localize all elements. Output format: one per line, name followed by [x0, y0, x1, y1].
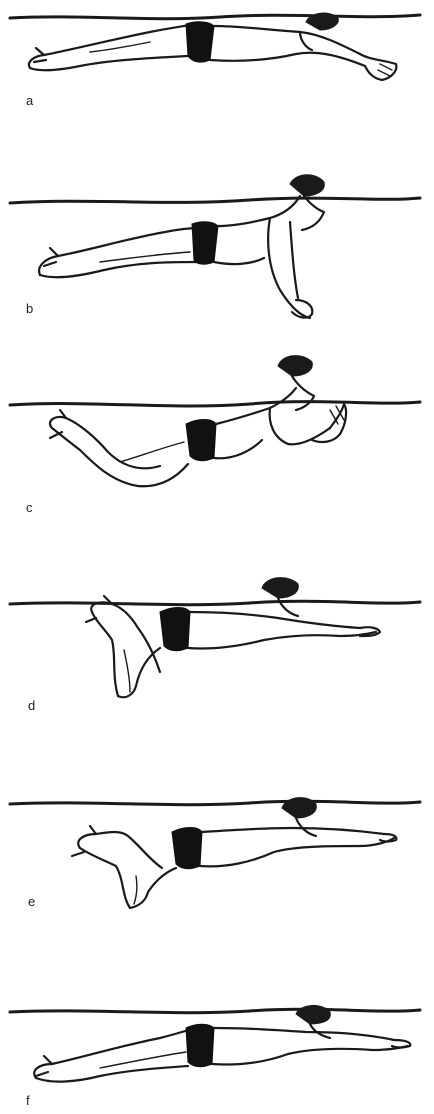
swimmer-b: [39, 175, 324, 318]
panel-label-d: d: [28, 698, 35, 713]
water-line-d: [10, 601, 420, 604]
panel-c: [10, 356, 420, 487]
panel-b: [10, 175, 420, 318]
panel-label-f: f: [26, 1093, 30, 1108]
water-line-a: [10, 15, 420, 19]
swimmer-d: [86, 578, 380, 698]
panel-label-e: e: [28, 894, 35, 909]
panel-d: [10, 578, 420, 698]
swimmer-a: [29, 13, 396, 80]
water-line-b: [10, 198, 420, 203]
panel-f: [10, 1005, 420, 1081]
swimmer-e: [72, 798, 396, 908]
swimmer-c: [50, 356, 346, 487]
panel-a: [10, 13, 420, 80]
panel-label-c: c: [26, 500, 33, 515]
water-line-e: [10, 801, 420, 804]
panel-label-b: b: [26, 301, 33, 316]
swimmer-f: [34, 1005, 410, 1081]
panel-label-a: a: [26, 93, 34, 108]
panel-e: [10, 798, 420, 908]
water-line-c: [10, 402, 420, 406]
water-line-f: [10, 1009, 420, 1012]
